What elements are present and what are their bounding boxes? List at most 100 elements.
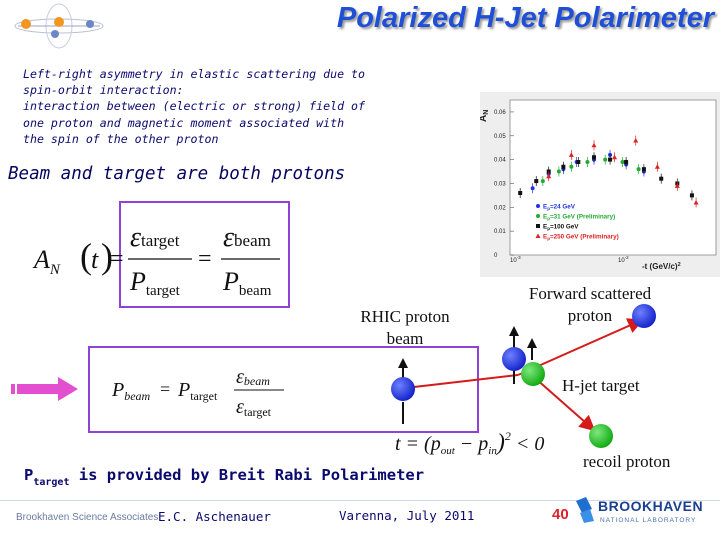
footer-venue: Varenna, July 2011 [339, 508, 475, 523]
asymmetry-plot: AN 0.06 0.05 0.04 0.03 0.02 0.01 0 10-3 10-2 -… [480, 92, 720, 277]
plot-legend: Ep=24 GeV Ep=31 GeV (Preliminary) Ep=100… [535, 204, 619, 242]
forward-scattered-label: Forward scattered proton [500, 283, 680, 327]
legend-marker [536, 224, 540, 228]
slide-title: Polarized H-Jet Polarimeter [336, 2, 714, 34]
svg-text:Pbeam: Pbeam [111, 379, 151, 403]
rhic-beam-label: RHIC proton beam [345, 306, 465, 350]
beam-proton-icon [391, 377, 415, 401]
plot-ytick-label: 0 [494, 253, 498, 259]
svg-text:Ptarget: Ptarget [129, 267, 181, 299]
plot-data-point [518, 191, 523, 195]
svg-text:=: = [110, 246, 124, 272]
ptarget-note: Ptarget is provided by Breit Rabi Polari… [24, 466, 424, 488]
momentum-transfer-equation: t = (pout − pin)2 < 0 [395, 429, 544, 457]
plot-data-point [530, 186, 535, 191]
ptarget-sub: target [33, 477, 70, 488]
footer-author: E.C. Aschenauer [158, 509, 271, 524]
plot-data-point [608, 157, 613, 162]
beam-line [413, 374, 519, 388]
plot-data-point [591, 155, 596, 160]
beam-target-note: Beam and target are both protons [8, 164, 346, 184]
plot-data-point [620, 160, 625, 164]
brookhaven-logo: BROOKHAVEN NATIONAL LABORATORY [576, 497, 703, 524]
plot-data-point [585, 160, 590, 164]
motivation-line: Left-right asymmetry in elastic scatteri… [23, 67, 366, 81]
plot-data-point [546, 173, 552, 179]
plot-xlabel: -t (GeV/c)2 [642, 262, 681, 271]
plot-data-point [624, 160, 629, 164]
plot-data-point [540, 179, 545, 184]
svg-text:(: ( [80, 236, 92, 276]
plot-xtick-label: 10-2 [618, 255, 629, 264]
legend-marker [536, 204, 540, 208]
recoil-line [534, 377, 596, 432]
rhic-beam-label-line: beam [386, 329, 424, 348]
plot-data-point [569, 164, 574, 169]
recoil-proton-label: recoil proton [583, 452, 671, 471]
svg-text:NATIONAL LABORATORY: NATIONAL LABORATORY [600, 517, 696, 524]
plot-data-point [561, 164, 566, 169]
plot-data-point [659, 176, 664, 181]
plot-data-point [591, 142, 597, 148]
svg-text:t: t [91, 245, 99, 274]
plot-ytick-label: 0.01 [494, 229, 506, 235]
motivation-line: spin-orbit interaction: [23, 83, 184, 98]
target-proton-icon [521, 362, 545, 386]
svg-text:=: = [160, 379, 170, 399]
forward-scattered-label-line: Forward scattered [528, 284, 652, 303]
svg-text:εtarget: εtarget [130, 222, 180, 253]
svg-text:t = (pout − pin)2 < 0: t = (pout − pin)2 < 0 [395, 429, 544, 457]
svg-text:BROOKHAVEN: BROOKHAVEN [598, 498, 703, 514]
footer-organization: Brookhaven Science Associates [16, 512, 159, 523]
polarization-equation: Pbeam = Ptarget εbeam εtarget [111, 366, 284, 419]
plot-ytick-label: 0.06 [494, 110, 506, 116]
plot-ytick-label: 0.04 [494, 158, 506, 164]
plot-data-point [641, 167, 646, 172]
svg-text:=: = [198, 246, 212, 272]
recoil-proton-icon [589, 424, 613, 448]
ptarget-symbol: P [24, 466, 34, 484]
svg-text:εtarget: εtarget [236, 396, 272, 419]
plot-data-point [674, 183, 680, 188]
svg-text:AN: AN [32, 245, 61, 278]
legend-entry: Ep=100 GeV [543, 224, 579, 232]
legend-marker [536, 214, 540, 218]
svg-text:Pbeam: Pbeam [222, 267, 272, 299]
plot-data-point [603, 157, 608, 162]
plot-data-point [633, 137, 639, 143]
legend-entry: Ep=24 GeV [543, 204, 576, 212]
plot-ytick-label: 0.03 [494, 181, 506, 187]
atom-logo-icon [14, 3, 104, 49]
plot-ylabel: AN [480, 110, 490, 122]
plot-ytick-label: 0.02 [494, 205, 506, 211]
page-number: 40 [552, 506, 569, 523]
motivation-line: one proton and magnetic moment associate… [23, 115, 345, 130]
asymmetry-equation: AN ( t ) = εtarget Ptarget = εbeam Pbeam [32, 222, 280, 299]
plot-xtick-label: 10-3 [510, 255, 521, 264]
svg-text:εbeam: εbeam [223, 222, 271, 253]
plot-data-point [654, 164, 660, 169]
plot-ytick-label: 0.05 [494, 134, 506, 140]
plot-data-point [576, 160, 581, 164]
scattering-diagram [391, 304, 656, 448]
forward-scattered-label-line: proton [567, 306, 613, 325]
plot-data-point [689, 193, 694, 198]
motivation-line: the spin of the other proton [23, 131, 219, 146]
legend-marker [535, 233, 541, 238]
footer-divider [0, 500, 720, 501]
plot-data-point [636, 167, 641, 172]
eq2-box [88, 346, 479, 433]
plot-data-point [612, 154, 618, 160]
plot-data-point [568, 152, 574, 157]
hjet-target-label: H-jet target [562, 376, 640, 395]
motivation-text: Left-right asymmetry in elastic scatteri… [23, 66, 383, 147]
rhic-beam-label-line: RHIC proton [360, 307, 450, 326]
motivation-line: interaction between (electric or strong)… [23, 99, 366, 114]
pointer-arrow-icon [11, 377, 78, 401]
plot-data-point [534, 179, 539, 184]
svg-text:Ptarget: Ptarget [177, 379, 218, 403]
eq1-box [119, 201, 290, 308]
legend-entry: Ep=31 GeV (Preliminary) [543, 214, 615, 222]
svg-text:): ) [101, 236, 113, 276]
legend-entry: Ep=250 GeV (Preliminary) [543, 234, 619, 242]
